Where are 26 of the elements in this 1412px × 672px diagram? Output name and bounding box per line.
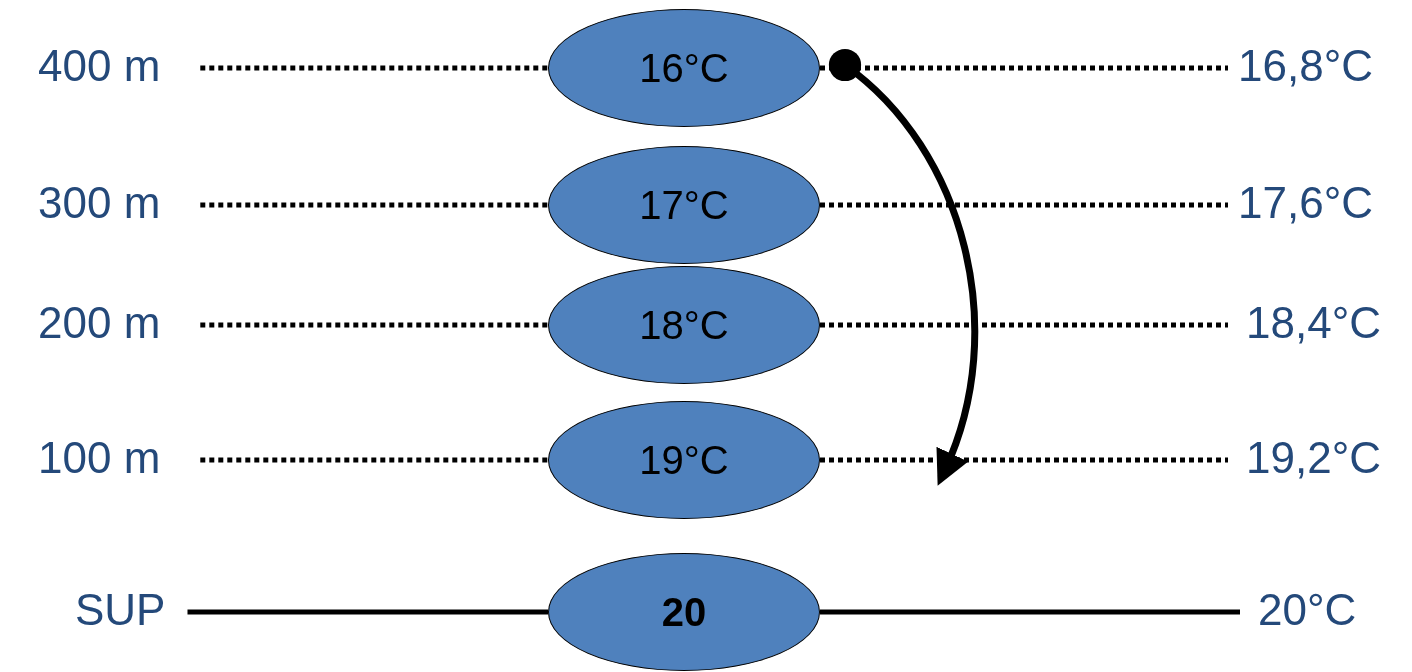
temperature-ellipse: 20 — [548, 553, 820, 671]
dotted-line — [200, 457, 548, 463]
dotted-line — [200, 202, 548, 208]
temperature-ellipse: 18°C — [548, 266, 820, 384]
temperature-label: 20°C — [1258, 585, 1357, 635]
temperature-label: 16,8°C — [1238, 41, 1373, 91]
temperature-label: 17,6°C — [1238, 178, 1373, 228]
dotted-line — [820, 457, 1228, 463]
surface-label: SUP — [75, 585, 166, 635]
temperature-ellipse: 19°C — [548, 401, 820, 519]
temperature-label: 18,4°C — [1246, 298, 1381, 348]
temperature-ellipse: 16°C — [548, 9, 820, 127]
altitude-label: 300 m — [38, 178, 161, 228]
dotted-line — [820, 202, 1228, 208]
solid-line — [820, 609, 1240, 615]
dotted-line — [820, 322, 1228, 328]
temperature-label: 19,2°C — [1246, 433, 1381, 483]
dotted-line — [820, 65, 1228, 71]
dotted-line — [200, 65, 548, 71]
curved-arrow — [828, 48, 979, 487]
dotted-line — [200, 322, 548, 328]
temperature-ellipse: 17°C — [548, 146, 820, 264]
altitude-label: 200 m — [38, 298, 161, 348]
altitude-label: 100 m — [38, 433, 161, 483]
solid-line — [187, 609, 548, 615]
altitude-label: 400 m — [38, 41, 161, 91]
